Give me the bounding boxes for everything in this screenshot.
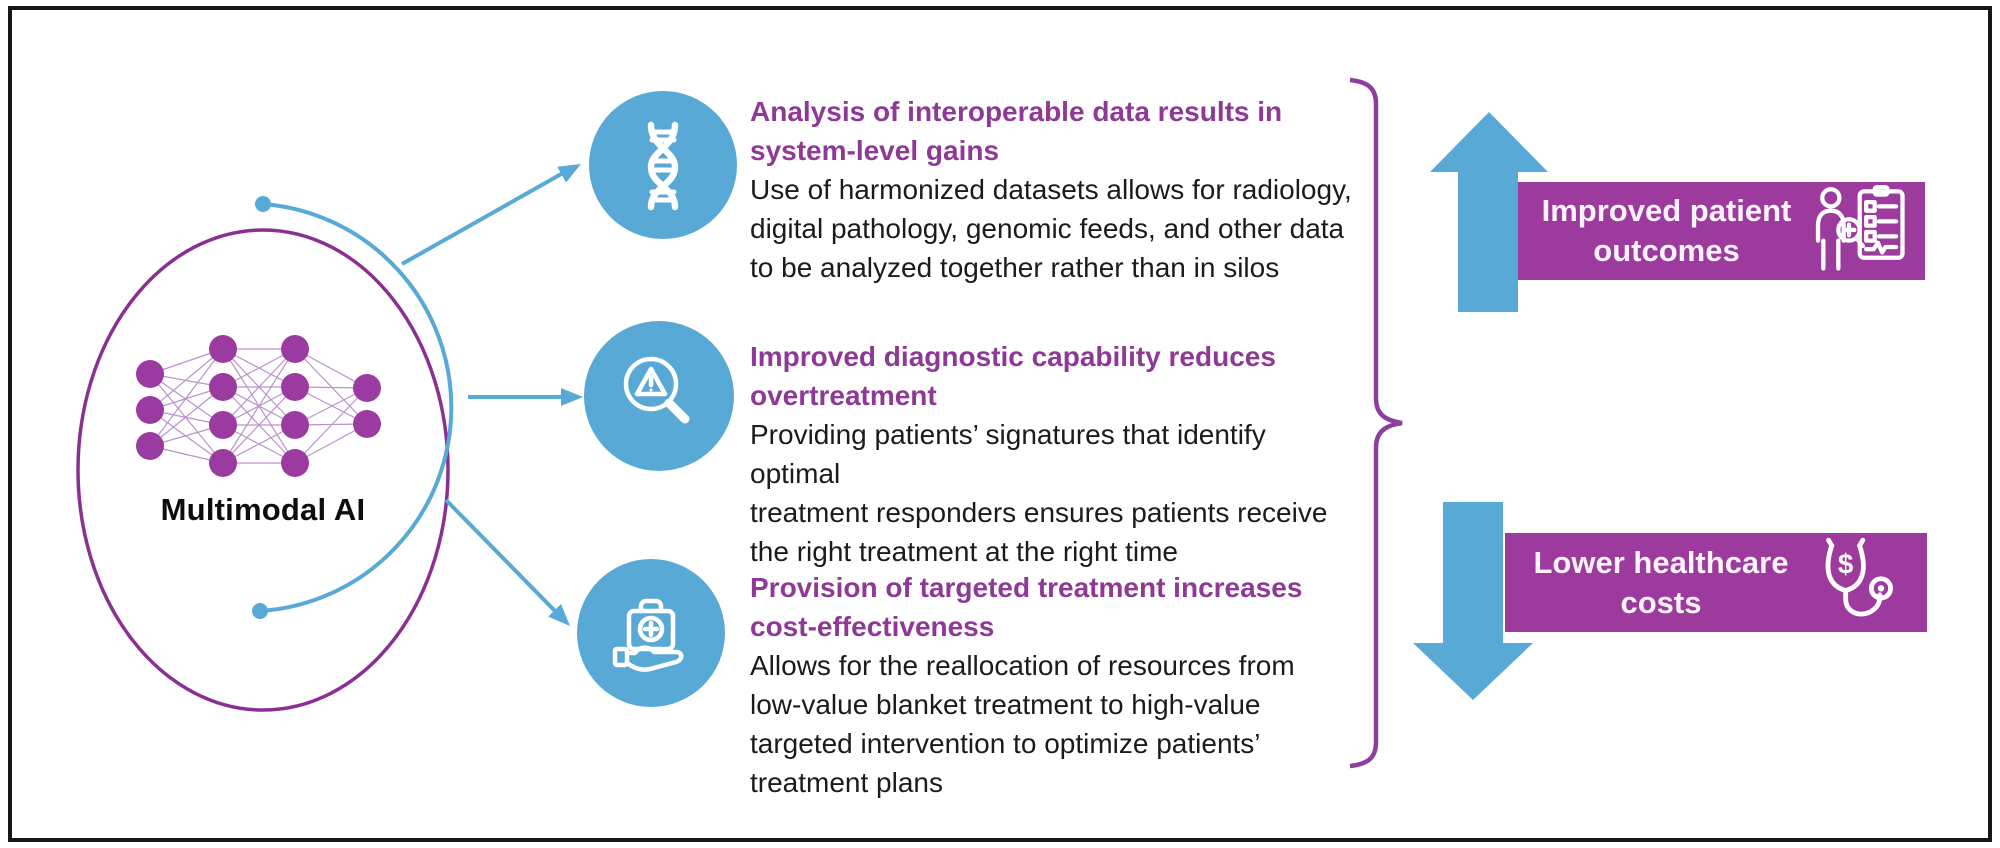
branch-heading: Analysis of interoperable data results i… [750, 96, 1283, 166]
magnifier-warning-icon [584, 321, 734, 471]
hub-arc [259, 202, 454, 613]
arc-dot-top [255, 196, 271, 212]
first-aid-hand-icon [577, 559, 725, 707]
neural-network-icon [136, 335, 381, 477]
dna-icon [589, 91, 737, 239]
branch-text-interoperable-data: Analysis of interoperable data results i… [750, 92, 1362, 287]
branch-arrows [401, 164, 583, 626]
branch-body: Use of harmonized datasets allows for ra… [750, 174, 1352, 283]
banner-label: Lower healthcare costs [1533, 544, 1789, 620]
patient-chart-icon [1809, 185, 1919, 277]
branch-heading: Improved diagnostic capability reduces o… [750, 341, 1276, 411]
branch-text-targeted-treatment: Provision of targeted treatment increase… [750, 568, 1362, 802]
arc-dot-bottom [252, 603, 268, 619]
svg-text:$: $ [1838, 548, 1854, 579]
banner-label: Improved patient outcomes [1541, 193, 1792, 268]
branch-body: Allows for the reallocation of resources… [750, 650, 1295, 798]
branch-body: Providing patients’ signatures that iden… [750, 419, 1328, 567]
stethoscope-dollar-icon: $ [1811, 537, 1921, 629]
banner-improved-patient-outcomes: Improved patient outcomes [1518, 182, 1925, 280]
hub-circle [76, 228, 450, 712]
branch-text-diagnostic-capability: Improved diagnostic capability reduces o… [750, 337, 1362, 571]
branch-heading: Provision of targeted treatment increase… [750, 572, 1303, 642]
hub-label: Multimodal AI [160, 492, 366, 527]
banner-lower-healthcare-costs: Lower healthcare costs $ [1505, 533, 1927, 632]
